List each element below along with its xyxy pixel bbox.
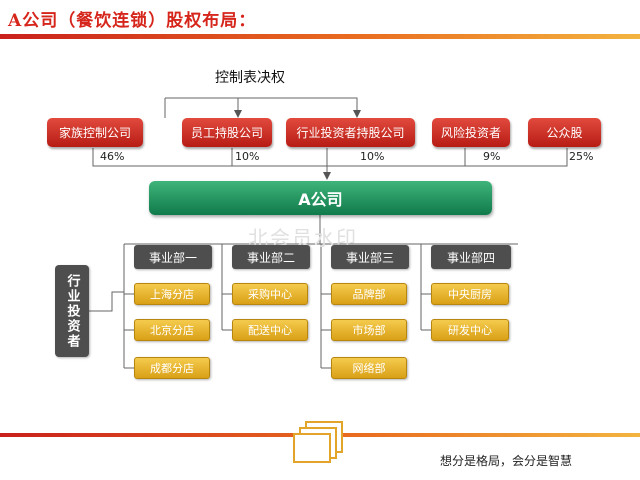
pct-industry-investor: 10% <box>360 150 385 163</box>
unit-distribution-center: 配送中心 <box>232 319 308 341</box>
unit-marketing-dept: 市场部 <box>331 319 407 341</box>
shareholder-public: 公众股 <box>528 118 601 147</box>
unit-chengdu-branch: 成都分店 <box>134 357 210 379</box>
shareholder-employee: 员工持股公司 <box>182 118 272 147</box>
division-2: 事业部二 <box>232 245 310 269</box>
page-title: A公司（餐饮连锁）股权布局： <box>8 11 257 31</box>
unit-brand-dept: 品牌部 <box>331 283 407 305</box>
pct-venture: 9% <box>483 150 501 163</box>
unit-shanghai-branch: 上海分店 <box>134 283 210 305</box>
division-1: 事业部一 <box>134 245 212 269</box>
control-arrow <box>165 97 361 118</box>
unit-rnd-center: 研发中心 <box>431 319 509 341</box>
pct-family: 46% <box>100 150 125 163</box>
shareholder-industry-investor: 行业投资者持股公司 <box>286 118 415 147</box>
control-voting-label: 控制表决权 <box>215 70 285 86</box>
unit-procurement-center: 采购中心 <box>232 283 308 305</box>
shareholder-family: 家族控制公司 <box>47 118 143 147</box>
title-underline <box>0 34 640 39</box>
shareholder-venture: 风险投资者 <box>432 118 510 147</box>
footer-slogan: 想分是格局，会分是智慧 <box>440 454 573 468</box>
unit-central-kitchen: 中央厨房 <box>431 283 509 305</box>
documents-icon <box>293 421 343 463</box>
company-box: A公司 <box>149 181 492 215</box>
pct-public: 25% <box>569 150 594 163</box>
unit-network-dept: 网络部 <box>331 357 407 379</box>
division-3: 事业部三 <box>331 245 409 269</box>
pct-employee: 10% <box>235 150 260 163</box>
industry-investor-box: 行业投资者 <box>55 265 89 357</box>
division-4: 事业部四 <box>431 245 511 269</box>
unit-beijing-branch: 北京分店 <box>134 319 210 341</box>
